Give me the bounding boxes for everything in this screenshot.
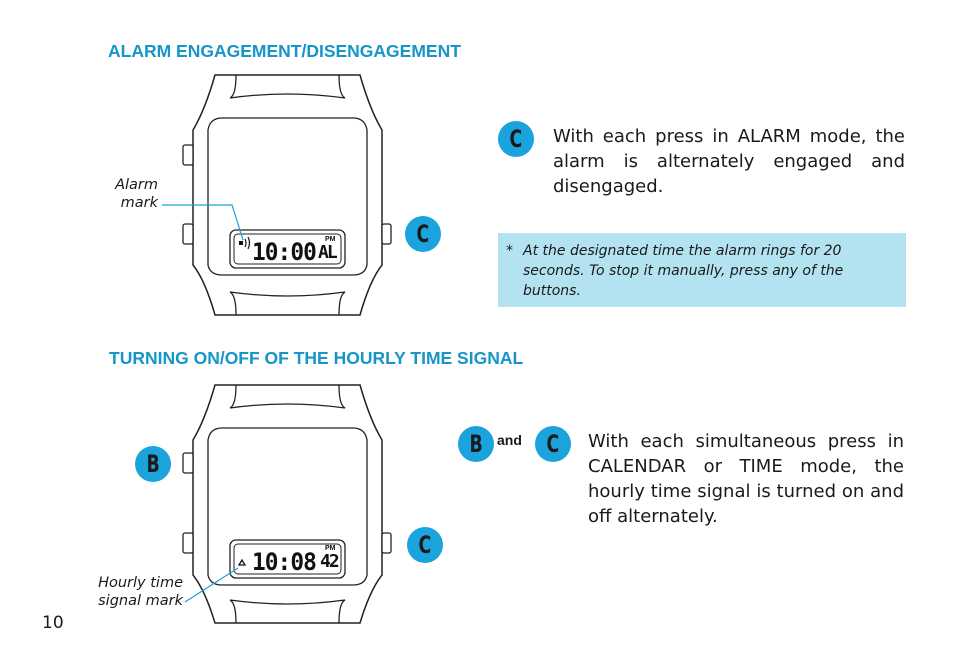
- hourly-mark-label-line2: signal mark: [98, 593, 183, 609]
- button-c-letter: C: [418, 531, 432, 559]
- lcd-ampm: PM: [325, 236, 336, 243]
- watch-button-c-alarm: C: [405, 216, 441, 252]
- hourly-mark-label-line1: Hourly time: [98, 575, 183, 591]
- alarm-mark-label-line1: Alarm: [115, 177, 158, 193]
- alarm-mark-label: Alarm mark: [108, 176, 158, 212]
- lcd-ampm: PM: [325, 545, 336, 552]
- button-c-badge: C: [498, 121, 534, 157]
- button-c-letter: C: [509, 125, 523, 153]
- alarm-mark-label-line2: mark: [120, 195, 158, 211]
- hourly-section-heading: TURNING ON/OFF OF THE HOURLY TIME SIGNAL: [109, 348, 524, 368]
- alarm-mark-callout-line: [162, 204, 244, 241]
- button-c-badge: C: [535, 426, 571, 462]
- alarm-note-text: At the designated time the alarm rings f…: [523, 243, 844, 299]
- lcd-time: 10:08: [252, 548, 317, 576]
- button-b-badge: B: [458, 426, 494, 462]
- lcd-time: 10:00: [252, 238, 317, 266]
- button-b-letter: B: [469, 430, 483, 458]
- hourly-watch-illustration: [182, 384, 392, 624]
- alarm-section-heading: ALARM ENGAGEMENT/DISENGAGEMENT: [108, 41, 461, 61]
- note-asterisk: *: [506, 243, 513, 259]
- hourly-signal-mark-icon: [237, 558, 247, 566]
- page-number: 10: [42, 613, 64, 633]
- button-b-letter: B: [146, 450, 160, 478]
- hourly-mark-callout-line: [184, 567, 239, 603]
- lcd-seconds: 42: [320, 551, 340, 572]
- hourly-mark-label: Hourly time signal mark: [88, 574, 183, 610]
- alarm-mark-icon: [239, 236, 251, 250]
- hourly-instruction-text: With each simultaneous press in CALENDAR…: [588, 431, 904, 527]
- watch-button-c-hourly: C: [407, 527, 443, 563]
- alarm-note-box: * At the designated time the alarm rings…: [498, 233, 906, 307]
- button-c-letter: C: [416, 220, 430, 248]
- button-c-letter: C: [546, 430, 560, 458]
- alarm-instruction-text: With each press in ALARM mode, the alarm…: [553, 126, 905, 197]
- watch-button-b-hourly: B: [135, 446, 171, 482]
- and-connector: and: [497, 432, 522, 448]
- alarm-watch-illustration: [182, 74, 392, 316]
- lcd-mode: AL: [318, 242, 338, 263]
